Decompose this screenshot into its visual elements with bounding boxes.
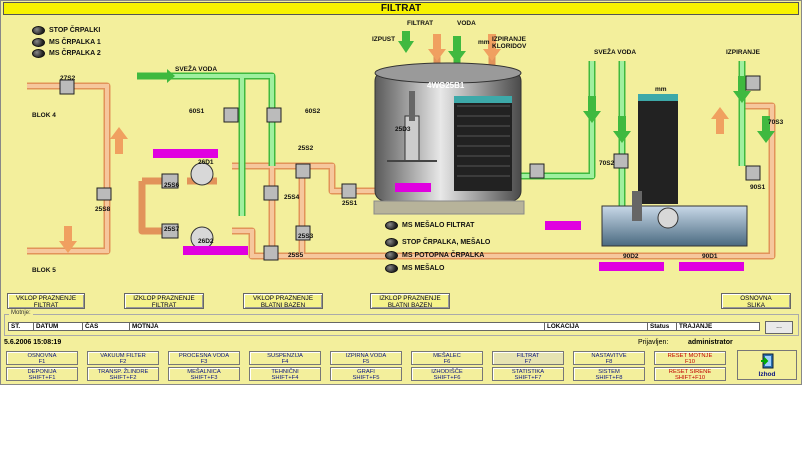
status-bar: 5.6.2006 15:08:19 Prijavljen: administra… (2, 338, 800, 348)
valve-70s2-label: 70S2 (599, 160, 615, 167)
led-icon (385, 238, 398, 247)
alarm-panel: Motnje: ST. DATUM ČAS MOTNJA LOKACIJA St… (4, 310, 799, 336)
label-water-inlet: VODA (457, 20, 476, 27)
alarm-table-header: ST. DATUM ČAS MOTNJA LOKACIJA Status TRA… (8, 322, 760, 331)
led-icon (32, 38, 45, 47)
lamp-stop-pumps: STOP ČRPALKI (32, 26, 100, 35)
valve-25s6-label: 25S6 (164, 182, 180, 189)
process-diagram: STOP ČRPALKI MS ČRPALKA 1 MS ČRPALKA 2 M… (2, 16, 801, 288)
lamp-pump-1: MS ČRPALKA 1 (32, 38, 101, 47)
level-unit-right: mm (655, 86, 667, 93)
label-fresh-water-left: SVEŽA VODA (175, 66, 218, 73)
logged-in-user: administrator (688, 339, 733, 346)
level-unit-left: mm (478, 39, 490, 46)
led-icon (385, 251, 398, 260)
tank-label: 4WG25B1 (427, 81, 465, 90)
lamp-pump-2: MS ČRPALKA 2 (32, 49, 101, 58)
pump-90d2-label: 90D2 (623, 253, 639, 260)
valve-25s1-label: 25S1 (342, 200, 358, 207)
alarm-legend: Motnje: (9, 310, 33, 316)
label-rinse-right: IZPIRANJE (726, 49, 760, 56)
alarm-more-button[interactable]: ... (765, 321, 793, 334)
valve-25s4-label: 25S4 (284, 194, 300, 201)
lamp-mixer: MS MEŠALO (385, 264, 444, 273)
col-time: ČAS (82, 323, 98, 330)
page-title: FILTRAT (3, 2, 799, 15)
valve-25s3-label: 25S3 (298, 233, 314, 240)
label-blok5: BLOK 5 (32, 267, 56, 274)
col-duration: TRAJANJE (676, 323, 712, 330)
valve-25s8-label: 25S8 (95, 206, 111, 213)
lamp-submersible-pump: MS POTOPNA ČRPALKA (385, 251, 484, 260)
mixer-25d3-label: 25D3 (395, 126, 411, 133)
valve-25s5-label: 25S5 (288, 252, 304, 259)
valve-90s1-label: 90S1 (750, 184, 766, 191)
valve-25s2-label: 25S2 (298, 145, 314, 152)
col-status: Status (647, 323, 669, 330)
label-chloride-rinse: IZPIRANJE KLORIDOV (492, 36, 527, 50)
scada-screen: FILTRAT (0, 0, 802, 385)
pump-26d2-label: 26D2 (198, 238, 214, 245)
valve-27s2-label: 27S2 (60, 75, 76, 82)
led-icon (385, 221, 398, 230)
label-blok4: BLOK 4 (32, 112, 56, 119)
led-icon (32, 26, 45, 35)
lamp-mixer-filtrat: MS MEŠALO FILTRAT (385, 221, 474, 230)
col-alarm: MOTNJA (129, 323, 159, 330)
exit-button[interactable]: Izhod (737, 350, 797, 380)
valve-25s7-label: 25S7 (164, 226, 180, 233)
exit-door-icon (761, 353, 774, 369)
valve-60s2-label: 60S2 (305, 108, 321, 115)
valve-70s3-label: 70S3 (768, 119, 784, 126)
label-filtrat-inlet: FILTRAT (407, 20, 434, 27)
valve-60s1-label: 60S1 (189, 108, 205, 115)
lamp-stop-pump-mixer: STOP ČRPALKA, MEŠALO (385, 238, 490, 247)
col-location: LOKACIJA (544, 323, 579, 330)
col-number: ST. (11, 323, 21, 330)
label-fresh-water-right: SVEŽA VODA (594, 49, 637, 56)
process-pipes (27, 31, 776, 271)
pump-26d1-label: 26D1 (198, 159, 214, 166)
login-label: Prijavljen: (638, 339, 669, 346)
label-izpust: IZPUST (372, 36, 396, 43)
current-datetime: 5.6.2006 15:08:19 (4, 339, 62, 346)
exit-label: Izhod (758, 371, 776, 378)
pump-90d1-label: 90D1 (702, 253, 718, 260)
led-icon (385, 264, 398, 273)
led-icon (32, 49, 45, 58)
col-date: DATUM (33, 323, 58, 330)
